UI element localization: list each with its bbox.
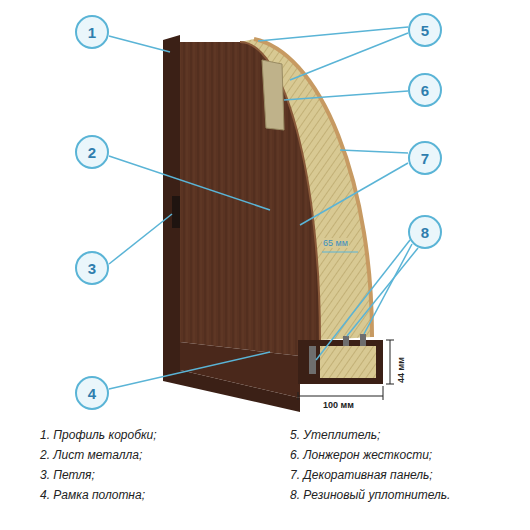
callout-number: 5 [408, 13, 442, 47]
dimension-tick [386, 384, 394, 385]
leader-line [340, 150, 408, 153]
dimension-tick [383, 386, 384, 400]
leader-line [109, 36, 170, 52]
key-entry: 8. Резиновый уплотнитель. [290, 488, 450, 502]
dimension-tick [386, 340, 394, 341]
leader-line [258, 27, 408, 41]
section-frame [298, 340, 383, 384]
callout-text: 1 [88, 24, 96, 41]
callout-number: 8 [408, 215, 442, 249]
section-insulation [320, 346, 376, 378]
dimension-label: 100 мм [322, 400, 355, 410]
leader-line [347, 248, 418, 336]
hinge [172, 196, 180, 228]
key-entry: 2. Лист металла; [40, 448, 142, 462]
dimension-tick [298, 392, 299, 400]
callout-number: 1 [75, 15, 109, 49]
callout-text: 6 [421, 82, 429, 99]
dimension-label: 65 мм [322, 238, 349, 248]
leaf-frame [180, 342, 300, 398]
dimension-label: 44 мм [396, 356, 406, 384]
callout-text: 3 [88, 260, 96, 277]
callout-text: 7 [421, 150, 429, 167]
dimension-line [390, 340, 391, 384]
leader-line [284, 91, 408, 100]
leader-lines [109, 27, 418, 389]
callout-text: 2 [88, 144, 96, 161]
leader-line [109, 214, 172, 264]
callout-text: 5 [421, 22, 429, 39]
callout-number: 2 [75, 135, 109, 169]
key-entry: 1. Профиль коробки; [40, 428, 157, 442]
callout-text: 4 [88, 385, 96, 402]
callout-number: 3 [75, 251, 109, 285]
key-entry: 4. Рамка полотна; [40, 488, 145, 502]
key-entry: 6. Лонжерон жесткости; [290, 448, 432, 462]
seal [360, 334, 366, 346]
key-entry: 7. Декоративная панель; [290, 468, 433, 482]
insulation [240, 39, 372, 340]
key-entry: 5. Утеплитель; [290, 428, 380, 442]
dimension-line [322, 252, 358, 253]
leader-line [109, 156, 270, 210]
callout-number: 6 [408, 73, 442, 107]
leader-line [316, 240, 410, 360]
metal-sheet-edge [240, 42, 320, 340]
callout-number: 4 [75, 376, 109, 410]
leader-line [300, 163, 408, 225]
dimension-line [298, 396, 383, 397]
seal [309, 346, 316, 374]
key-entry: 3. Петля; [40, 468, 95, 482]
leader-line [290, 33, 408, 80]
callout-text: 8 [421, 224, 429, 241]
leader-line [109, 352, 270, 389]
stiffener [262, 60, 284, 130]
decor-panel [254, 39, 372, 337]
seal [343, 336, 349, 346]
callout-number: 7 [408, 141, 442, 175]
